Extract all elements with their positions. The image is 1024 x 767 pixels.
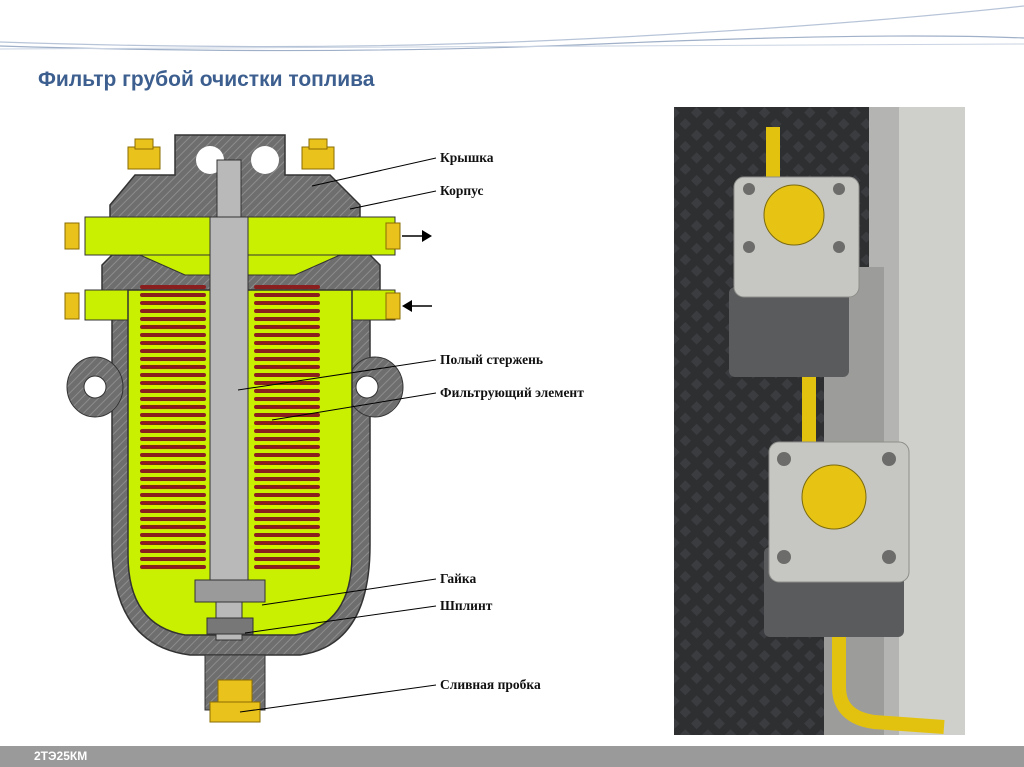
- footer-bar: 2ТЭ25КМ: [0, 746, 1024, 767]
- filter-fin: [140, 373, 206, 377]
- filter-fin: [254, 397, 320, 401]
- filter-fin: [140, 309, 206, 313]
- filter-fin: [140, 317, 206, 321]
- label-hollow-rod: Полый стержень: [440, 352, 543, 367]
- filter-fin: [254, 541, 320, 545]
- filter-fin: [140, 461, 206, 465]
- filter-fin: [254, 549, 320, 553]
- flow-arrow-in: [402, 300, 432, 312]
- filter-fin: [254, 341, 320, 345]
- filter-installation-photo: [674, 107, 965, 735]
- filter-fin: [254, 317, 320, 321]
- label-housing: Корпус: [440, 183, 484, 198]
- filter-fin: [254, 453, 320, 457]
- hollow-rod: [209, 159, 249, 641]
- filter-fin: [254, 405, 320, 409]
- filter-fin: [140, 453, 206, 457]
- filter-fin: [140, 365, 206, 369]
- filter-fin: [254, 437, 320, 441]
- filter-fin: [254, 525, 320, 529]
- filter-fin: [254, 501, 320, 505]
- filter-fin: [254, 509, 320, 513]
- filter-fin: [254, 365, 320, 369]
- filter-fin: [140, 469, 206, 473]
- filter-fin: [254, 445, 320, 449]
- filter-fin: [140, 349, 206, 353]
- filter-fin: [140, 325, 206, 329]
- filter-fin: [254, 421, 320, 425]
- filter-fin: [254, 389, 320, 393]
- filter-fin: [140, 421, 206, 425]
- filter-fin: [140, 549, 206, 553]
- filter-fin: [140, 445, 206, 449]
- filter-fin: [140, 517, 206, 521]
- label-cover: Крышка: [440, 150, 494, 165]
- filter-fin: [254, 469, 320, 473]
- filter-fin: [140, 389, 206, 393]
- filter-fin: [254, 381, 320, 385]
- label-filter-element: Фильтрующий элемент: [440, 385, 584, 400]
- filter-fin: [140, 437, 206, 441]
- filter-fin: [254, 461, 320, 465]
- filter-element-fins: [140, 285, 320, 569]
- nut-and-split-pin: [194, 579, 266, 635]
- filter-fin: [254, 325, 320, 329]
- filter-fin: [254, 557, 320, 561]
- filter-fin: [140, 341, 206, 345]
- label-split-pin: Шплинт: [440, 598, 493, 613]
- filter-fin: [140, 429, 206, 433]
- filter-fin: [254, 565, 320, 569]
- filter-fin: [140, 509, 206, 513]
- filter-fin: [140, 485, 206, 489]
- header-decoration-lines: [0, 5, 1024, 52]
- filter-fin: [254, 293, 320, 297]
- filter-fin: [140, 493, 206, 497]
- filter-fin: [140, 477, 206, 481]
- filter-fin: [140, 533, 206, 537]
- filter-fin: [140, 405, 206, 409]
- filter-cross-section-diagram: [64, 134, 432, 723]
- filter-fin: [140, 357, 206, 361]
- filter-fin: [254, 429, 320, 433]
- side-fittings: [64, 222, 401, 320]
- label-drain-plug: Сливная пробка: [440, 677, 541, 692]
- filter-fin: [254, 477, 320, 481]
- filter-fin: [140, 285, 206, 289]
- filter-fin: [140, 501, 206, 505]
- filter-fin: [140, 333, 206, 337]
- filter-fin: [254, 413, 320, 417]
- filter-fin: [140, 381, 206, 385]
- footer-label: 2ТЭ25КМ: [34, 749, 88, 763]
- filter-fin: [254, 301, 320, 305]
- filter-fin: [140, 301, 206, 305]
- filter-fin: [254, 373, 320, 377]
- filter-fin: [254, 485, 320, 489]
- filter-fin: [254, 493, 320, 497]
- filter-fin: [254, 517, 320, 521]
- filter-fin: [140, 413, 206, 417]
- filter-fin: [140, 525, 206, 529]
- filter-fin: [140, 397, 206, 401]
- filter-fin: [140, 293, 206, 297]
- flow-arrow-out: [402, 230, 432, 242]
- filter-fin: [254, 309, 320, 313]
- filter-fin: [254, 285, 320, 289]
- filter-fin: [254, 533, 320, 537]
- label-nut: Гайка: [440, 571, 477, 586]
- filter-fin: [140, 541, 206, 545]
- filter-fin: [254, 349, 320, 353]
- drain-plug: [209, 679, 261, 723]
- filter-fin: [254, 333, 320, 337]
- filter-fin: [140, 557, 206, 561]
- page-title: Фильтр грубой очистки топлива: [38, 68, 375, 91]
- filter-fin: [254, 357, 320, 361]
- filter-fin: [140, 565, 206, 569]
